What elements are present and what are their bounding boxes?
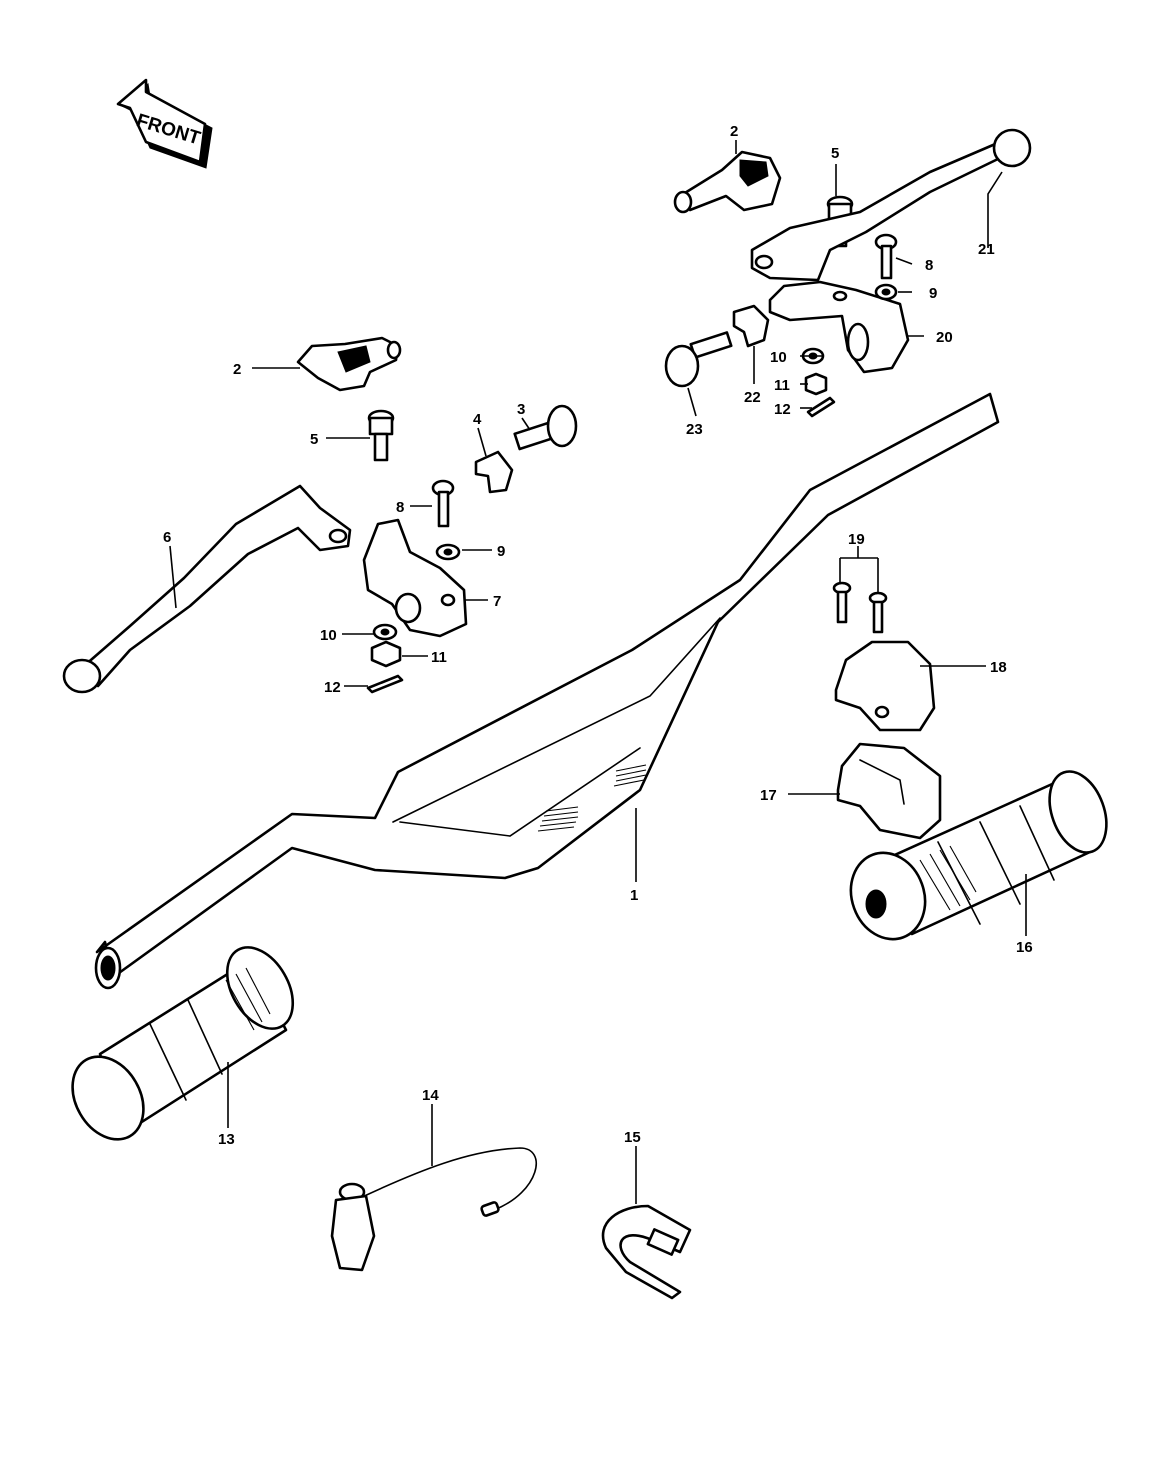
callout-13: 13 — [218, 1131, 235, 1148]
throttle-housing-lower — [836, 742, 942, 840]
leader-lines — [169, 140, 1027, 1204]
lever-bracket-right — [768, 280, 910, 374]
callout-23: 23 — [686, 421, 703, 438]
nut-right — [804, 372, 828, 396]
grip-right-knurl — [919, 845, 977, 911]
grip-left-knurl — [225, 967, 271, 1031]
lever-right — [750, 128, 1032, 282]
callout-15: 15 — [624, 1129, 641, 1146]
adjuster-nut-left — [474, 450, 514, 494]
callout-11-right: 11 — [774, 377, 790, 394]
cotter-pin-right — [806, 396, 836, 418]
locknut-left — [372, 623, 398, 641]
callout-5-upper-right: 5 — [831, 145, 839, 162]
adjuster-nut-right — [732, 304, 770, 348]
pivot-bolt-left — [367, 409, 395, 462]
kill-switch — [330, 1147, 537, 1272]
callout-14: 14 — [422, 1087, 439, 1104]
switch-left — [296, 336, 402, 392]
callout-22: 22 — [744, 389, 761, 406]
throttle-housing-upper — [834, 640, 936, 732]
bolt-left — [431, 479, 455, 528]
callout-labels: 1 2 2 3 4 5 5 6 7 8 8 9 9 10 10 11 11 12… — [163, 123, 1033, 1148]
nut-left — [370, 640, 402, 668]
callout-11-left: 11 — [431, 649, 447, 666]
adjuster-left — [513, 404, 578, 451]
callout-5-left: 5 — [310, 431, 318, 448]
callout-9-left: 9 — [497, 543, 505, 560]
clamp-band — [601, 1204, 692, 1300]
callout-2-left: 2 — [233, 361, 241, 378]
callout-16: 16 — [1016, 939, 1033, 956]
callout-12-left: 12 — [324, 679, 341, 696]
callout-8-right: 8 — [925, 257, 933, 274]
washer-left — [435, 543, 461, 561]
grip-left — [71, 946, 295, 1141]
callout-3: 3 — [517, 401, 525, 418]
callout-21: 21 — [978, 241, 995, 258]
callout-9-right: 9 — [929, 285, 937, 302]
callout-17: 17 — [760, 787, 777, 804]
front-arrow: FRONT — [116, 78, 213, 169]
callout-8-left: 8 — [396, 499, 404, 516]
callout-19: 19 — [848, 531, 865, 548]
callout-10-left: 10 — [320, 627, 337, 644]
cotter-pin-left — [366, 674, 404, 694]
lever-bracket-left — [362, 518, 468, 638]
handlebar — [94, 392, 1000, 990]
callout-12-right: 12 — [774, 401, 791, 418]
callout-6: 6 — [163, 529, 171, 546]
callout-7: 7 — [493, 593, 501, 610]
grip-right — [849, 770, 1108, 941]
lever-left — [62, 484, 352, 694]
handlebar-knurl-marks — [537, 764, 647, 832]
callout-2-upper-right: 2 — [730, 123, 738, 140]
callout-18: 18 — [990, 659, 1007, 676]
bolt-right — [874, 233, 898, 280]
callout-20: 20 — [936, 329, 953, 346]
callout-10-right: 10 — [770, 349, 787, 366]
screw-b — [868, 591, 888, 634]
adjuster-right — [664, 331, 733, 388]
washer-right — [874, 283, 898, 301]
switch-upper-right — [673, 150, 782, 214]
callout-4: 4 — [473, 411, 482, 428]
callout-1: 1 — [630, 887, 638, 904]
screw-a — [832, 581, 852, 624]
